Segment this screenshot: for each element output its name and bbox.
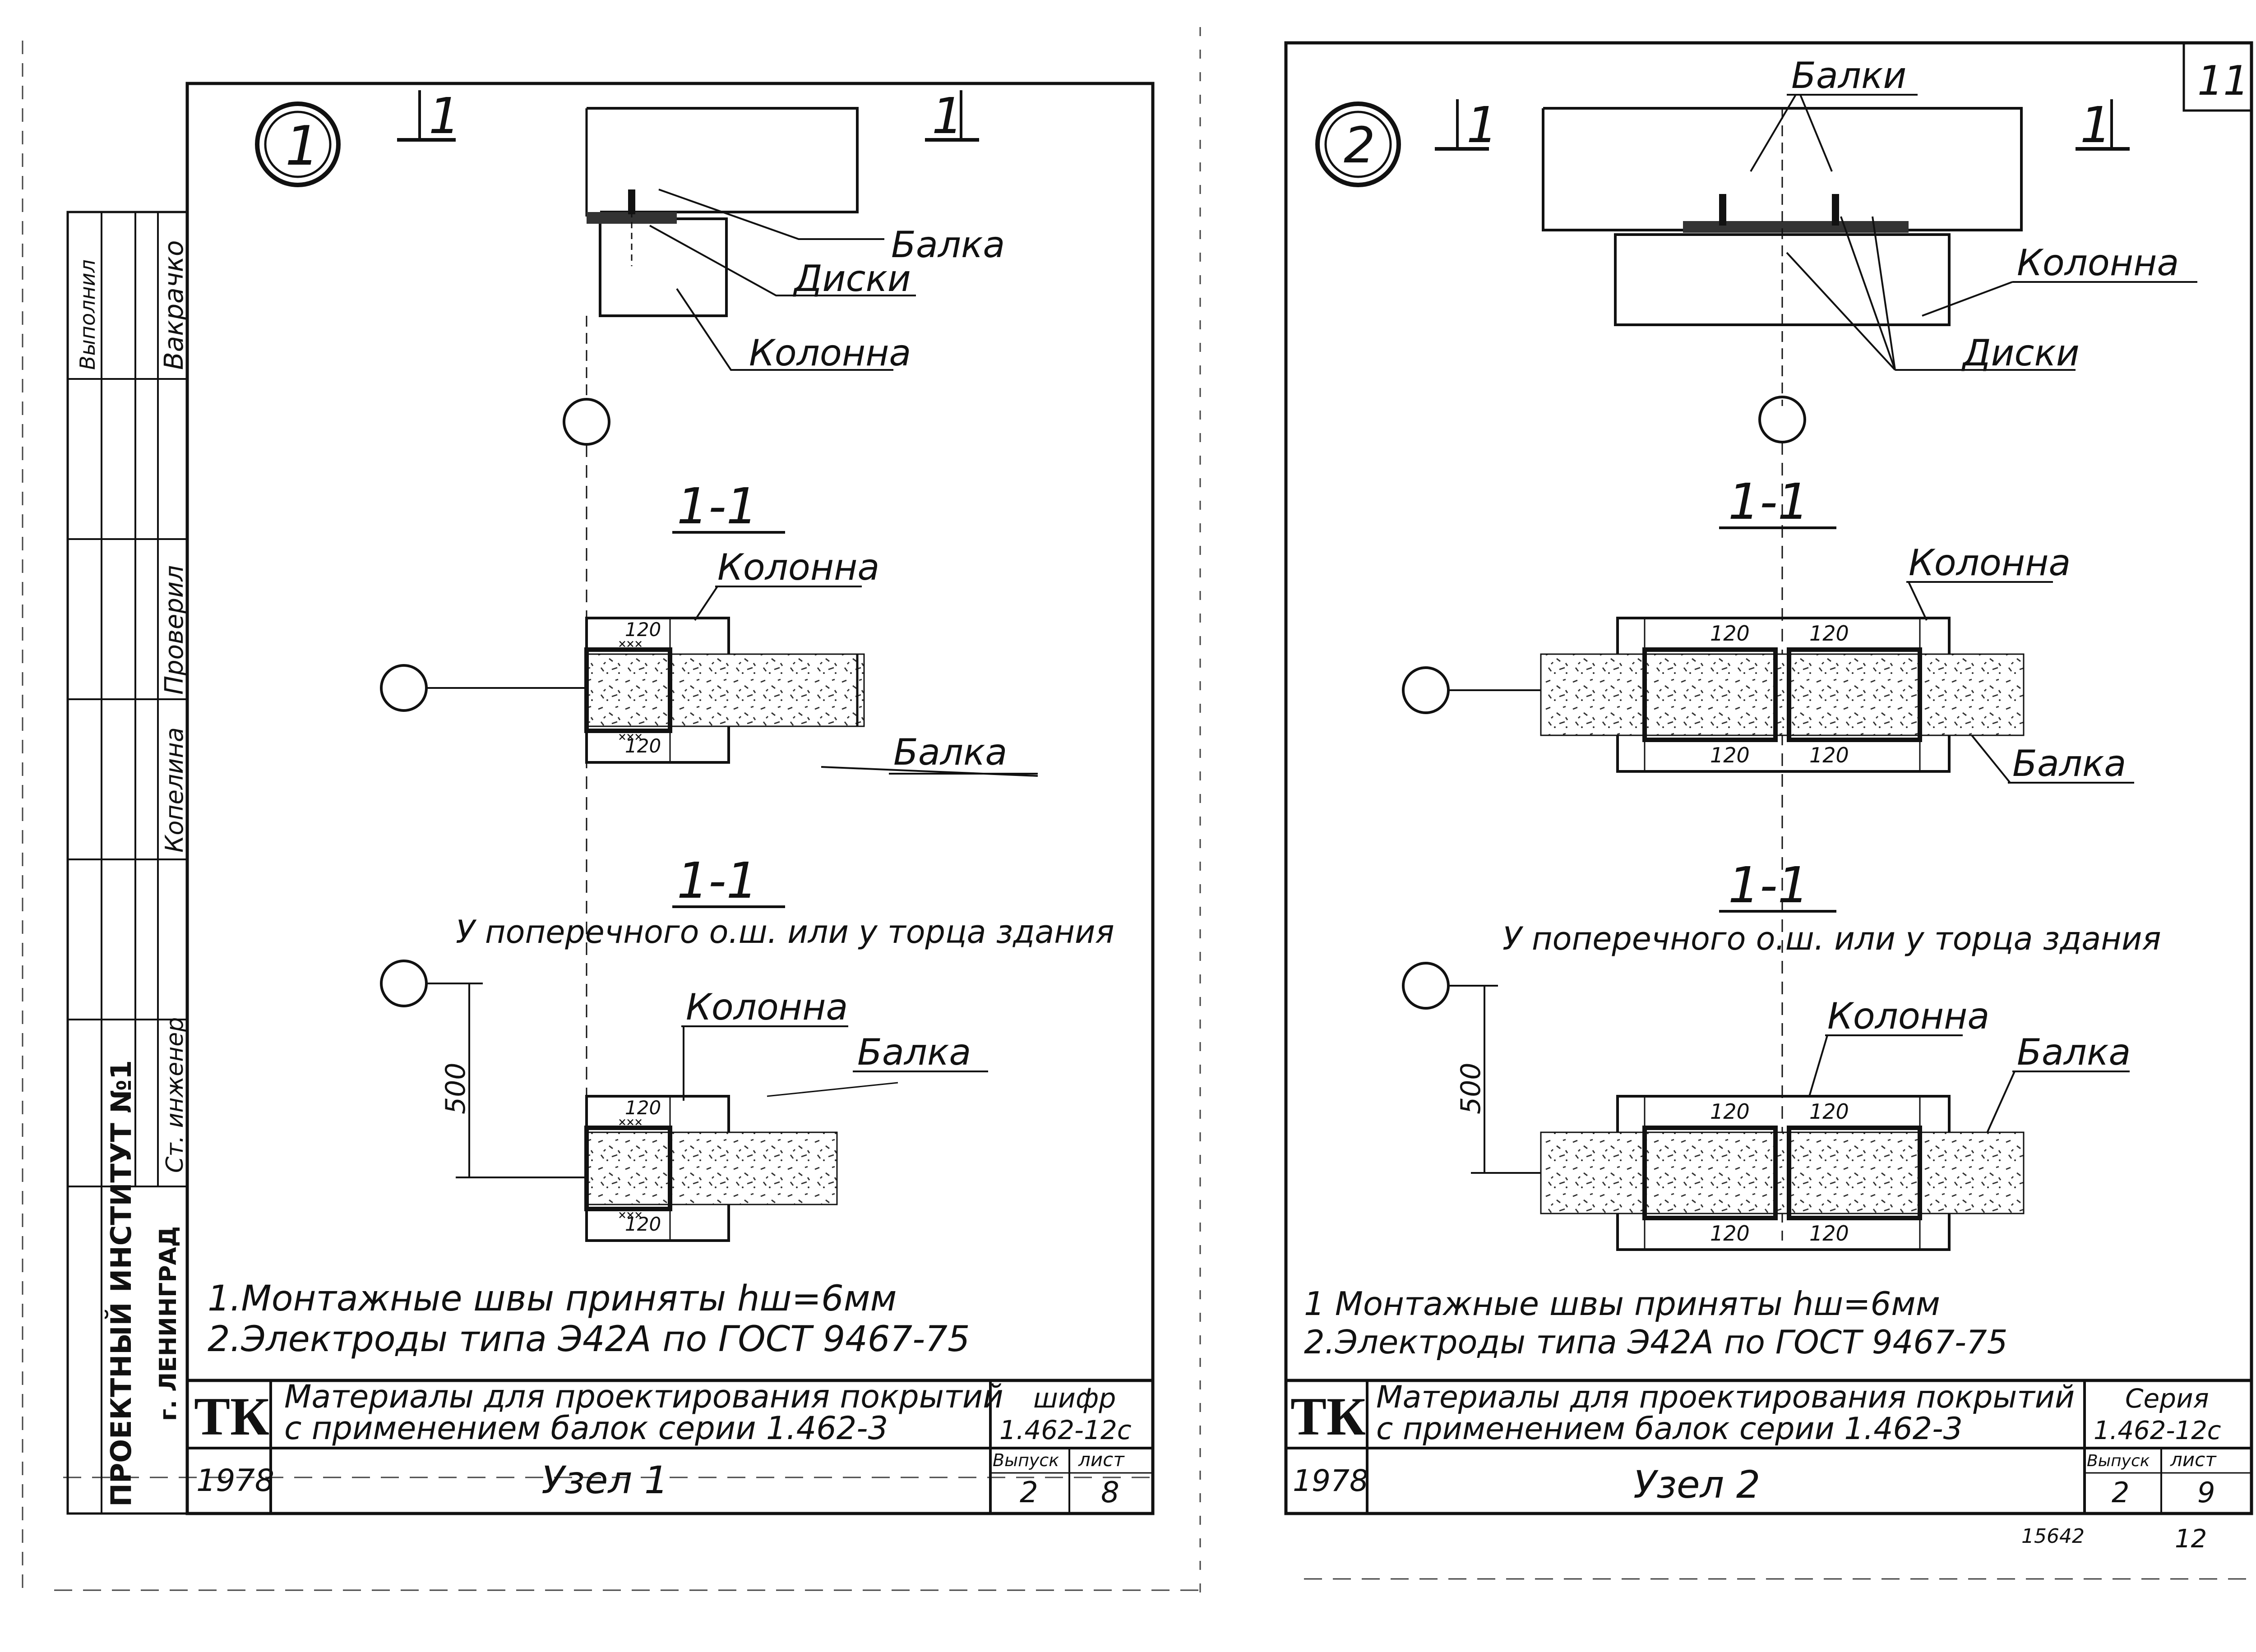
right-footer-page: 12 [2175, 1524, 2207, 1554]
left-axis-marker-top [563, 398, 610, 446]
left-sec2-column-label: Колонна [686, 986, 848, 1028]
right-section-2: 1-1 У поперечного о.ш. или у торца здани… [1402, 856, 2161, 1251]
right-sec2-dim-bottom-2: 120 [1809, 1221, 1849, 1246]
right-tb-code-value: 1.462-12с [2094, 1416, 2221, 1445]
stamp-role-1: Выполнил [75, 259, 100, 370]
left-note-1: 1.Монтажные швы приняты hш=6мм [208, 1278, 897, 1319]
svg-text:×××: ××× [618, 1114, 643, 1130]
svg-text:×××: ××× [618, 729, 643, 745]
left-sec2-title: 1-1 [677, 852, 758, 909]
left-node-number: 1 [285, 115, 319, 178]
left-sec1-dim-top: 120 [625, 618, 661, 641]
stamp-name-2: Копелина [160, 727, 189, 853]
right-node-circle [1315, 102, 1401, 187]
right-sec2-dim-top-2: 120 [1809, 1099, 1849, 1124]
left-elev-column-label: Колонна [749, 332, 911, 374]
right-tb-desc-1: Материалы для проектирования покрытий [1376, 1380, 2075, 1415]
left-note-2: 2.Электроды типа Э42А по ГОСТ 9467-75 [208, 1319, 970, 1360]
right-elev-discs-label: Диски [1961, 332, 2080, 374]
right-tb-code-label: Серия [2125, 1383, 2209, 1414]
right-sec2-dim-bottom-1: 120 [1710, 1221, 1750, 1246]
left-sec1-beam-label: Балка [893, 731, 1007, 773]
left-elev-discs-label: Диски [793, 258, 911, 300]
right-section-1: 1-1 Колонна 120 120 120 120 Балка [1540, 473, 2134, 784]
right-tb-issue-label: Выпуск [2087, 1452, 2150, 1470]
left-elev-beam-label: Балка [891, 224, 1005, 266]
left-sec1-title: 1-1 [677, 477, 758, 535]
stamp-name-1: Вакрачко [158, 240, 189, 370]
left-sec2-dim-top: 120 [625, 1097, 661, 1119]
stamp-role-2: Проверил [160, 565, 189, 695]
right-sec2-dim-500: 500 [1455, 1062, 1487, 1114]
right-sec2-title: 1-1 [1728, 856, 1809, 914]
right-sec1-dim-bottom-1: 120 [1710, 743, 1750, 767]
left-sec1-dim-bottom: 120 [625, 735, 661, 757]
svg-text:×××: ××× [618, 1207, 643, 1223]
stamp-city: г. ЛЕНИНГРАД [155, 1226, 182, 1421]
left-tb-desc-2: с применением балок серии 1.462-3 [284, 1410, 888, 1447]
left-axis-marker-low [380, 960, 428, 1007]
stamp-role-3: Ст. инженер [162, 1017, 189, 1173]
left-sec2-subtitle: У поперечного о.ш. или у торца здания [456, 914, 1114, 951]
left-sec2-beam-label: Балка [857, 1031, 971, 1073]
right-sec1-dim-top-2: 120 [1809, 621, 1849, 646]
right-elev-beams-label: Балки [1791, 55, 1906, 97]
right-sheet: 11 2 1 1 Балки Колонна Диски [1284, 41, 2256, 1580]
right-section-mark-b: 1 [2080, 96, 2112, 154]
right-elevation: Балки Колонна Диски [1542, 55, 2197, 406]
right-axis-marker-low [1402, 962, 1450, 1010]
right-corner-page: 11 [2197, 57, 2249, 105]
left-section-2: 1-1 У поперечного о.ш. или у торца здани… [380, 852, 1114, 1242]
right-sec1-dim-top-1: 120 [1710, 621, 1750, 646]
left-axis-marker-mid [380, 664, 428, 712]
left-node-circle [255, 102, 341, 187]
left-sec1-column-label: Колонна [717, 546, 879, 588]
right-tb-sheet-value: 9 [2197, 1476, 2215, 1509]
right-sec1-column-label: Колонна [1909, 542, 2071, 584]
right-note-1: 1 Монтажные швы приняты hш=6мм [1304, 1285, 1940, 1323]
right-node-number: 2 [1344, 116, 1375, 174]
right-sec2-column-label: Колонна [1827, 995, 1989, 1037]
right-sec2-dim-top-1: 120 [1710, 1099, 1750, 1124]
left-tb-issue-label: Выпуск [993, 1450, 1059, 1470]
right-title-block: ТК Материалы для проектирования покрытий… [1284, 1379, 2253, 1515]
left-section-mark-b: 1 [932, 87, 963, 145]
stamp-institute: ПРОЕКТНЫЙ ИНСТИТУТ №1 [105, 1060, 138, 1507]
left-tb-sheet-value: 8 [1101, 1476, 1119, 1509]
left-sheet: ПРОЕКТНЫЙ ИНСТИТУТ №1 г. ЛЕНИНГРАД Выпол… [22, 27, 1201, 1597]
left-tb-desc-1: Материалы для проектирования покрытий [284, 1378, 1003, 1415]
right-axis-marker-mid [1402, 666, 1450, 714]
right-sec1-dim-bottom-2: 120 [1809, 743, 1849, 767]
right-tb-issue-value: 2 [2112, 1476, 2129, 1509]
right-footer-number: 15642 [2021, 1525, 2085, 1548]
right-tb-logo: ТК [1290, 1386, 1366, 1446]
right-sec1-beam-label: Балка [2012, 743, 2126, 784]
right-note-2: 2.Электроды типа Э42А по ГОСТ 9467-75 [1304, 1323, 2008, 1361]
right-elev-column-label: Колонна [2017, 242, 2179, 284]
right-tb-sheet-label: лист [2170, 1449, 2217, 1471]
left-tb-code-label: шифр [1033, 1383, 1116, 1414]
left-title-block: ТК Материалы для проектирования покрытий… [185, 1378, 1155, 1515]
left-section-mark-a: 1 [429, 87, 460, 145]
right-sec1-title: 1-1 [1728, 473, 1809, 531]
left-sec2-dim-500: 500 [440, 1062, 472, 1114]
right-section-mark-a: 1 [1466, 96, 1498, 154]
left-tb-issue-value: 2 [1020, 1476, 1038, 1509]
right-tb-desc-2: с применением балок серии 1.462-3 [1376, 1411, 1963, 1447]
left-side-stamp: ПРОЕКТНЫЙ ИНСТИТУТ №1 г. ЛЕНИНГРАД Выпол… [66, 211, 189, 1515]
left-tb-logo: ТК [194, 1386, 269, 1446]
left-sec2-dim-bottom: 120 [625, 1213, 661, 1235]
left-tb-year: 1978 [196, 1463, 274, 1499]
svg-text:×××: ××× [618, 636, 643, 652]
right-tb-year: 1978 [1293, 1463, 1368, 1498]
right-tb-node-title: Узел 2 [1633, 1463, 1760, 1507]
right-sec2-subtitle: У поперечного о.ш. или у торца здания [1502, 920, 2161, 957]
left-tb-node-title: Узел 1 [541, 1458, 668, 1502]
left-tb-code-value: 1.462-12с [999, 1415, 1132, 1445]
left-elevation: Балка Диски Колонна [585, 107, 1005, 397]
right-sec2-beam-label: Балка [2017, 1031, 2131, 1073]
left-section-1: 1-1 Колонна 120 120 ××× ××× Балка [584, 477, 1038, 777]
left-tb-sheet-label: лист [1078, 1449, 1125, 1471]
